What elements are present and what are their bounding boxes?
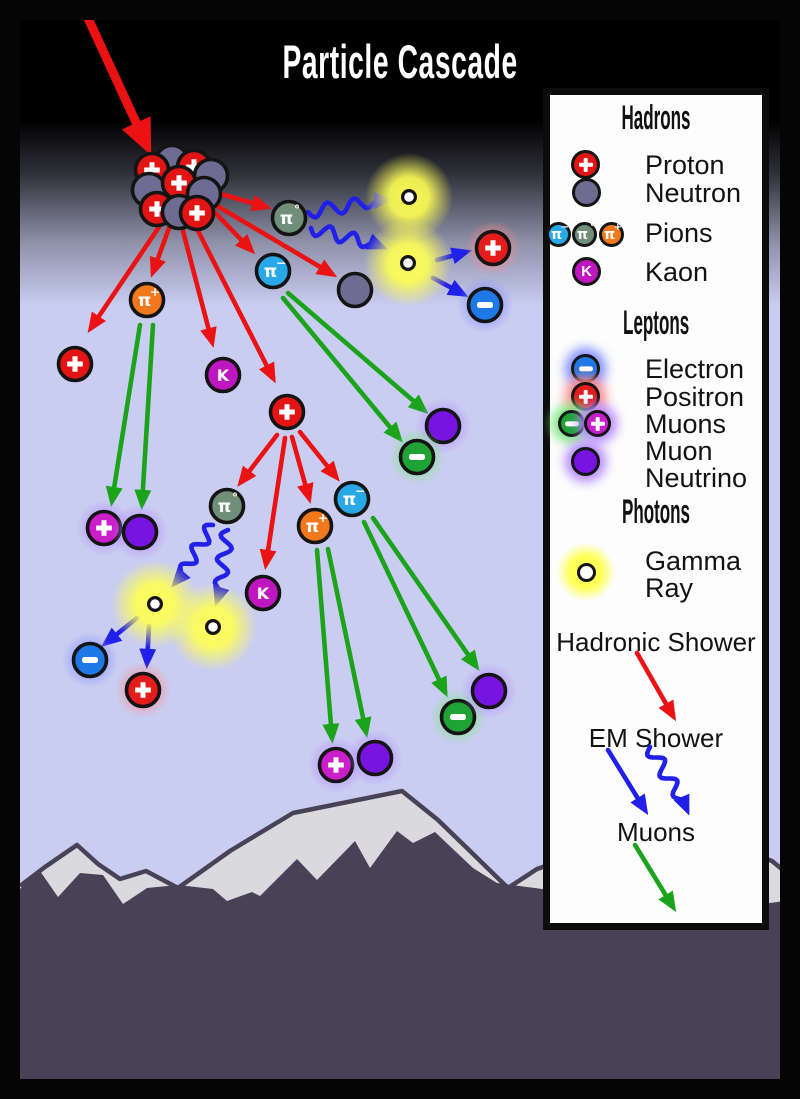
muon-minus-icon (558, 410, 585, 437)
neutron-icon (572, 178, 601, 207)
muon-neutrino-label-line2: Neutrino (645, 463, 748, 493)
green-arrow (280, 295, 403, 443)
gamma-particle (364, 219, 452, 307)
green-arrow (370, 515, 480, 671)
impacted-nucleus (130, 143, 230, 232)
green-arrow (105, 322, 143, 507)
positron-label: Positron (645, 382, 745, 412)
hadronic-shower-label: Hadronic Shower (556, 627, 756, 657)
red-arrow (87, 224, 162, 334)
green-arrow (134, 322, 156, 511)
svg-text:+: + (318, 511, 328, 525)
neutrino-particle (415, 398, 471, 454)
red-arrow (180, 228, 217, 348)
svg-text:°: ° (232, 491, 238, 505)
red-arrow (237, 432, 280, 487)
legend-panel: Hadrons Proton Neutron π − π ° π + Pions… (543, 88, 769, 930)
neutron-particle (336, 271, 374, 309)
gamma-particle (365, 153, 453, 241)
proton-particle (56, 345, 94, 383)
svg-text:+: + (150, 285, 160, 299)
positron-icon (571, 382, 600, 411)
pi-zero-particle: π° (208, 487, 246, 525)
electron-icon (571, 354, 600, 383)
red-arrow (289, 434, 314, 504)
neutrino-particle (461, 663, 517, 719)
green-arrow (632, 842, 677, 913)
neutrino-particle (347, 730, 403, 786)
pi-zero-particle: π° (270, 199, 308, 237)
red-arrow (259, 435, 288, 571)
electron-label: Electron (645, 354, 745, 384)
svg-text:π: π (306, 517, 319, 537)
legend-heading-photons: Photons (621, 493, 690, 531)
svg-text:−: − (355, 484, 365, 498)
pi-plus-icon: π + (599, 222, 624, 247)
positron-particle (115, 662, 171, 718)
red-arrow (194, 226, 276, 384)
pi-plus-particle: π+ (128, 281, 166, 319)
neutron-label: Neutron (645, 178, 742, 208)
kaon-icon: K (572, 257, 601, 286)
legend-heading-hadrons: Hadrons (621, 99, 691, 137)
proton-particle (268, 393, 306, 431)
svg-text:π: π (138, 291, 151, 311)
red-arrow (211, 201, 338, 278)
svg-text:K: K (217, 366, 230, 385)
electron-particle (457, 277, 513, 333)
green-arrow (361, 519, 448, 698)
proton-label: Proton (645, 150, 725, 180)
kaon-particle: K (244, 574, 282, 612)
gamma-dot (576, 562, 596, 582)
gamma-ray-icon (557, 543, 615, 601)
kaon-label: Kaon (645, 257, 709, 287)
svg-text:−: − (276, 256, 286, 270)
gamma-label-line1: Gamma (645, 546, 742, 576)
svg-text:K: K (257, 584, 270, 603)
gamma-particle (169, 583, 257, 671)
muons-label: Muons (645, 409, 727, 439)
positron-particle (465, 220, 521, 276)
kaon-particle: K (204, 356, 242, 394)
svg-text:π: π (264, 262, 277, 282)
muons-arrow-label: Muons (616, 817, 696, 847)
electron-particle (62, 632, 118, 688)
neutrino-particle (112, 504, 168, 560)
muon-minus-particle (389, 429, 445, 485)
pi-plus-particle: π+ (296, 507, 334, 545)
red-arrow (82, 11, 152, 156)
page-title: Particle Cascade (0, 38, 800, 86)
pi-minus-particle: π− (254, 252, 292, 290)
muon-neutrino-label-line1: Muon (645, 436, 713, 466)
em-shower-label: EM Shower (588, 723, 724, 753)
pi-minus-particle: π− (333, 480, 371, 518)
legend-heading-leptons: Leptons (622, 304, 690, 342)
blue-arrow (605, 747, 649, 816)
proton-icon (571, 150, 600, 179)
red-arrow (634, 650, 677, 722)
blue-wavy-arrow (644, 744, 690, 816)
green-arrow (285, 290, 429, 414)
svg-text:π: π (343, 490, 356, 510)
pi-zero-icon: π ° (572, 222, 597, 247)
pions-label: Pions (645, 218, 713, 248)
cascade-particles: π°π−π+Kπ°π−π+K (56, 143, 521, 793)
svg-text:π: π (280, 209, 293, 229)
red-arrow (297, 429, 340, 482)
pi-minus-icon: π − (546, 222, 571, 247)
cascade-arrows (82, 11, 480, 745)
red-arrow (149, 225, 172, 278)
muon-neutrino-icon (571, 447, 600, 476)
page-title-text: Particle Cascade (282, 35, 518, 88)
svg-text:π: π (218, 497, 231, 517)
muon-plus-icon (584, 410, 611, 437)
gamma-label-line2: Ray (645, 573, 694, 603)
proton-particle (178, 194, 216, 232)
svg-text:°: ° (294, 203, 300, 217)
green-arrow (325, 546, 372, 738)
green-arrow (314, 547, 340, 745)
